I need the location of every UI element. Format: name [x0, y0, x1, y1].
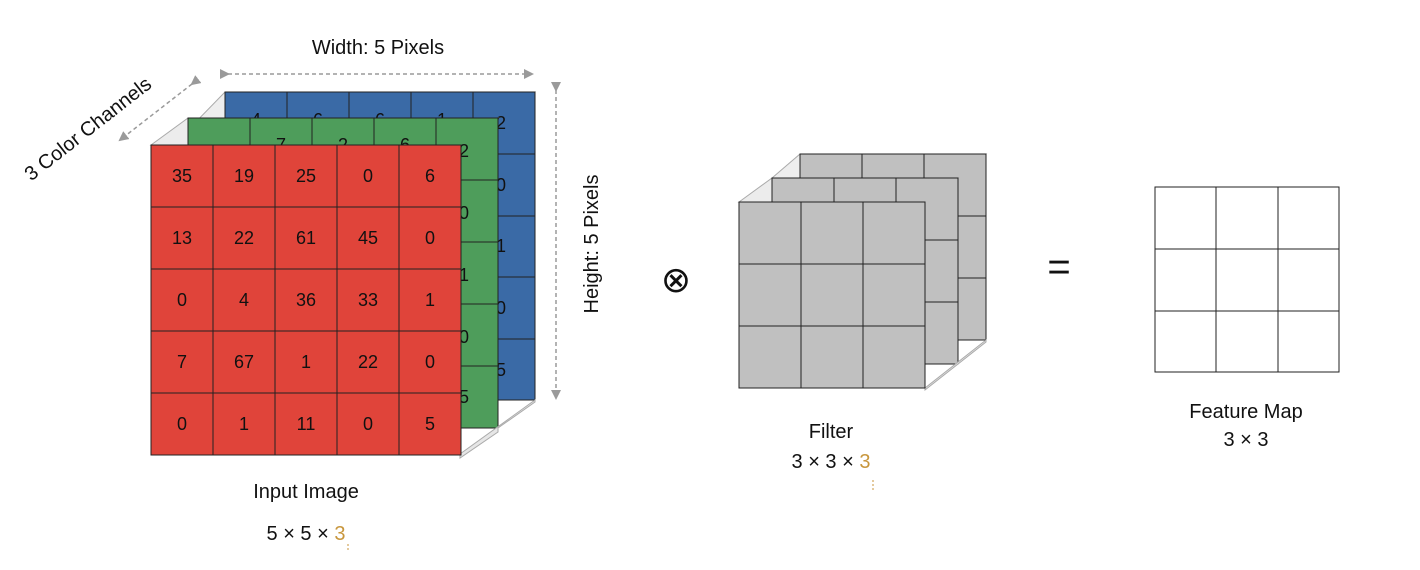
red-cell-r3c4: 33 [358, 290, 378, 310]
red-cell-r3c5: 1 [425, 290, 435, 310]
filter-cube [737, 153, 988, 392]
green-right-cell-1: 2 [459, 141, 469, 161]
feature-map-dims: 3 × 3 [1223, 429, 1268, 451]
red-cell-r2c2: 22 [234, 228, 254, 248]
red-cell-r4c2: 67 [234, 352, 254, 372]
filter-front-slice [738, 201, 926, 389]
red-cell-r3c1: 0 [177, 290, 187, 310]
input-dims-prefix: 5 × 5 × [267, 523, 335, 545]
red-cell-r4c4: 22 [358, 352, 378, 372]
red-cell-r1c2: 19 [234, 166, 254, 186]
filter-bottom-bevel [924, 338, 987, 392]
blue-right-cell-2: 0 [496, 175, 506, 195]
filter-dims-channels: 3 [859, 451, 870, 473]
red-cell-r1c1: 35 [172, 166, 192, 186]
feature-map-frame [1154, 186, 1340, 373]
green-right-cell-2: 0 [459, 203, 469, 223]
input-cube-bottom-edge [459, 399, 536, 459]
red-cell-r5c4: 0 [363, 414, 373, 434]
channels-label: 3 Color Channels [21, 73, 156, 185]
width-label: Width: 5 Pixels [312, 37, 444, 59]
red-cell-r1c5: 6 [425, 166, 435, 186]
red-cell-r4c5: 0 [425, 352, 435, 372]
red-cell-r4c1: 7 [177, 352, 187, 372]
red-cell-r4c3: 1 [301, 352, 311, 372]
red-cell-r5c3: 11 [297, 414, 316, 434]
feature-map-caption: Feature Map [1189, 401, 1302, 423]
red-layer-grid [151, 145, 461, 455]
red-channel-layer: 35 19 25 0 6 13 22 61 45 0 0 4 36 33 1 7… [150, 144, 462, 456]
green-right-cell-4: 0 [459, 327, 469, 347]
red-cell-r1c3: 25 [296, 166, 316, 186]
red-cell-r5c1: 0 [177, 414, 187, 434]
input-dims-channels: 3 [334, 523, 345, 545]
red-cell-r5c2: 1 [239, 414, 249, 434]
equals-operator: = [1047, 245, 1070, 289]
red-cell-r2c5: 0 [425, 228, 435, 248]
input-image-dims: 5 × 5 × 3 [267, 523, 346, 545]
feature-map-grid [1154, 186, 1340, 373]
filter-dims: 3 × 3 × 3 [792, 451, 871, 473]
red-cell-r3c3: 36 [296, 290, 316, 310]
green-right-cell-3: 1 [459, 265, 469, 285]
blue-right-cell-1: 2 [496, 113, 506, 133]
blue-right-cell-4: 0 [496, 298, 506, 318]
filter-caption: Filter [809, 421, 854, 443]
input-image-caption: Input Image [253, 481, 359, 503]
red-cell-r3c2: 4 [239, 290, 249, 310]
filter-front-grid [739, 202, 925, 388]
red-layer-face [150, 144, 462, 456]
red-cell-r2c4: 45 [358, 228, 378, 248]
filter-dims-prefix: 3 × 3 × [792, 451, 860, 473]
channels-arrow [118, 75, 202, 142]
green-right-cell-5: 5 [459, 387, 469, 407]
convolution-operator-icon: ⊗ [661, 259, 691, 300]
red-cell-r1c4: 0 [363, 166, 373, 186]
red-cell-r2c3: 61 [296, 228, 316, 248]
blue-right-cell-5: 5 [496, 360, 506, 380]
blue-right-cell-3: 1 [496, 236, 506, 256]
red-cell-r2c1: 13 [172, 228, 192, 248]
height-label: Height: 5 Pixels [581, 175, 603, 314]
red-cell-r5c5: 5 [425, 414, 435, 434]
input-image-cube: 4 6 6 1 2 0 1 0 5 [149, 91, 537, 459]
